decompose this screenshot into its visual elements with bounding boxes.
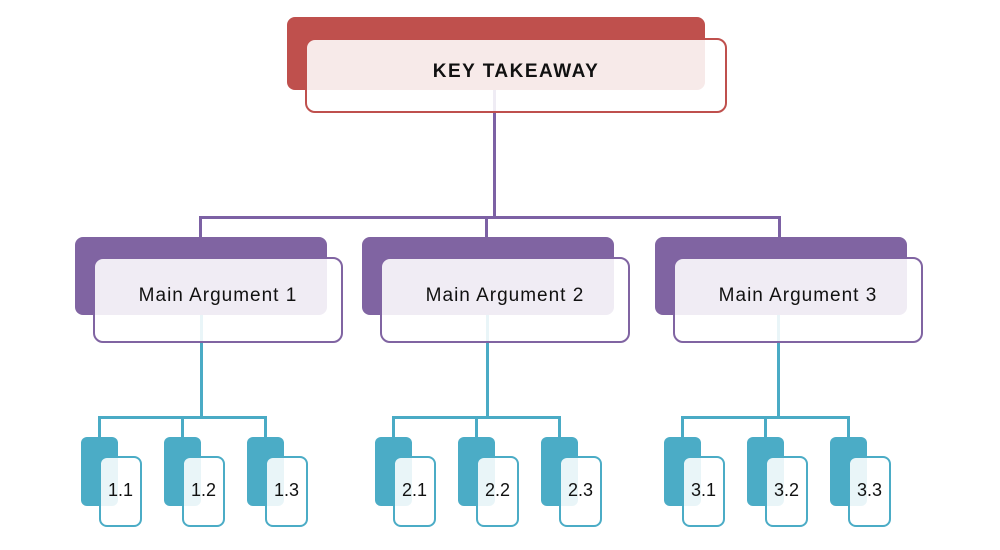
subpoint-2-3-label: 2.3 (567, 480, 594, 500)
subpoint-1-3-card[interactable]: 1.3 (265, 456, 308, 527)
main-argument-2-node[interactable]: Main Argument 2 (380, 257, 630, 343)
main-argument-2-label: Main Argument 2 (425, 285, 585, 306)
connector-root-vertical (493, 90, 496, 218)
connector-root-bar (199, 216, 781, 219)
subpoint-2-1-label: 2.1 (401, 480, 428, 500)
connector-drop-branch-3 (778, 216, 781, 238)
subpoint-1-1-card[interactable]: 1.1 (99, 456, 142, 527)
key-takeaway-label: KEY TAKEAWAY (432, 60, 600, 82)
main-argument-1-node[interactable]: Main Argument 1 (93, 257, 343, 343)
connector-drop-leaf-3-3 (847, 416, 850, 438)
connector-drop-branch-1 (199, 216, 202, 238)
subpoint-3-1-label: 3.1 (690, 480, 717, 500)
subpoint-2-1-card[interactable]: 2.1 (393, 456, 436, 527)
connector-drop-leaf-1-1 (98, 416, 101, 438)
subpoint-3-2-label: 3.2 (773, 480, 800, 500)
subpoint-3-3-label: 3.3 (856, 480, 883, 500)
subpoint-2-2-label: 2.2 (484, 480, 511, 500)
connector-drop-leaf-3-1 (681, 416, 684, 438)
connector-branch2-vertical (486, 315, 489, 418)
connector-drop-leaf-2-1 (392, 416, 395, 438)
connector-drop-leaf-2-3 (558, 416, 561, 438)
connector-drop-leaf-3-2 (764, 416, 767, 438)
subpoint-1-2-card[interactable]: 1.2 (182, 456, 225, 527)
main-argument-1-label: Main Argument 1 (138, 285, 298, 306)
connector-drop-leaf-1-2 (181, 416, 184, 438)
main-argument-3-label: Main Argument 3 (718, 285, 878, 306)
connector-drop-leaf-2-2 (475, 416, 478, 438)
connector-drop-branch-2 (485, 216, 488, 238)
subpoint-1-2-label: 1.2 (190, 480, 217, 500)
connector-branch1-vertical (200, 315, 203, 418)
key-takeaway-node[interactable]: KEY TAKEAWAY (305, 38, 727, 113)
subpoint-3-3-card[interactable]: 3.3 (848, 456, 891, 527)
subpoint-2-2-card[interactable]: 2.2 (476, 456, 519, 527)
subpoint-2-3-card[interactable]: 2.3 (559, 456, 602, 527)
subpoint-1-1-label: 1.1 (107, 480, 134, 500)
connector-branch3-vertical (777, 315, 780, 418)
connector-drop-leaf-1-3 (264, 416, 267, 438)
subpoint-3-1-card[interactable]: 3.1 (682, 456, 725, 527)
subpoint-3-2-card[interactable]: 3.2 (765, 456, 808, 527)
main-argument-3-node[interactable]: Main Argument 3 (673, 257, 923, 343)
subpoint-1-3-label: 1.3 (273, 480, 300, 500)
